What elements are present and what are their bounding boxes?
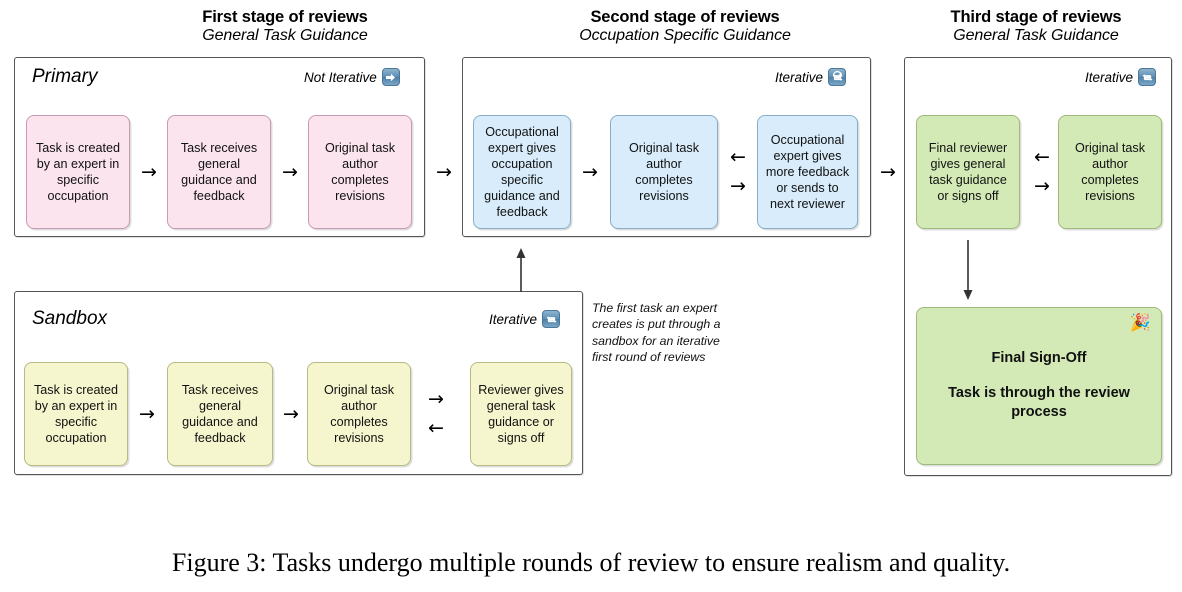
arrow-right-sb-2: → (283, 403, 299, 425)
primary-panel-tag: Not Iterative (304, 68, 400, 86)
arrow-right-s2-2: → (730, 175, 746, 197)
third-stage-panel-tag: Iterative (1085, 68, 1157, 86)
stage-2-subtitle: Occupation Specific Guidance (579, 27, 791, 45)
sandbox-side-note: The first task an expert creates is put … (592, 301, 721, 365)
stage-3-subtitle: General Task Guidance (953, 27, 1119, 45)
figure-caption: Figure 3: Tasks undergo multiple rounds … (171, 548, 1011, 577)
arrow-stage2-to-stage3: → (880, 161, 896, 183)
stage-3-node-2: Original task author completes revisions (1058, 115, 1162, 229)
stage-3-heading: Third stage of reviews General Task Guid… (890, 8, 1182, 46)
sandbox-node-3: Original task author completes revisions (307, 362, 411, 466)
final-signoff-box: 🎉 Final Sign-Off Task is through the rev… (916, 307, 1162, 465)
arrow-right-sb-1: → (139, 403, 155, 425)
stage-2-node-3: Occupational expert gives more feedback … (757, 115, 858, 229)
stage-1-node-3: Original task author completes revisions (308, 115, 412, 229)
stage-1-node-2: Task receives general guidance and feedb… (167, 115, 271, 229)
second-stage-tag-label: Iterative (775, 69, 824, 85)
stage-2-heading: Second stage of reviews Occupation Speci… (500, 8, 870, 46)
arrow-right-s3-1: → (1034, 175, 1050, 197)
repeat-badge-icon (1138, 68, 1157, 86)
stage-2-title: Second stage of reviews (590, 8, 780, 26)
stage-1-subtitle: General Task Guidance (202, 27, 368, 45)
arrow-down-to-signoff (963, 240, 973, 300)
repeat-badge-icon (542, 310, 561, 328)
sandbox-node-1: Task is created by an expert in specific… (24, 362, 128, 466)
arrow-right-s1-1: → (141, 161, 157, 183)
arrow-right-s2-1: → (582, 161, 598, 183)
arrow-left-sb-3: ← (428, 417, 444, 439)
sandbox-tag-label: Iterative (489, 311, 538, 327)
primary-panel-title: Primary (32, 66, 98, 87)
arrow-right-s1-2: → (282, 161, 298, 183)
arrow-right-sb-3: → (428, 388, 444, 410)
party-popper-icon: 🎉 (1129, 313, 1151, 332)
arrow-right-badge-icon (381, 68, 400, 86)
stage-2-node-1: Occupational expert gives occupation spe… (473, 115, 571, 229)
stage-3-title: Third stage of reviews (950, 8, 1122, 26)
sandbox-panel-title: Sandbox (32, 308, 108, 329)
stage-3-node-1: Final reviewer gives general task guidan… (916, 115, 1020, 229)
stage-1-node-1: Task is created by an expert in specific… (26, 115, 130, 229)
sandbox-node-4: Reviewer gives general task guidance or … (470, 362, 572, 466)
second-stage-panel-tag: Iterative (775, 68, 847, 86)
final-signoff-body: Task is through the review process (948, 385, 1130, 420)
final-signoff-heading: Final Sign-Off (991, 350, 1087, 367)
arrow-left-s3-1: ← (1034, 146, 1050, 168)
sandbox-panel-tag: Iterative (489, 310, 561, 328)
arrow-left-s2-2: ← (730, 146, 746, 168)
stage-1-heading: First stage of reviews General Task Guid… (120, 8, 450, 46)
repeat-badge-icon (828, 68, 847, 86)
third-stage-tag-label: Iterative (1085, 69, 1134, 85)
stage-1-title: First stage of reviews (202, 8, 368, 26)
sandbox-node-2: Task receives general guidance and feedb… (167, 362, 273, 466)
arrow-stage1-to-stage2: → (436, 161, 452, 183)
arrow-up-sandbox-to-stage2 (516, 248, 526, 292)
stage-2-node-2: Original task author completes revisions (610, 115, 718, 229)
primary-panel-tag-label: Not Iterative (304, 69, 377, 85)
